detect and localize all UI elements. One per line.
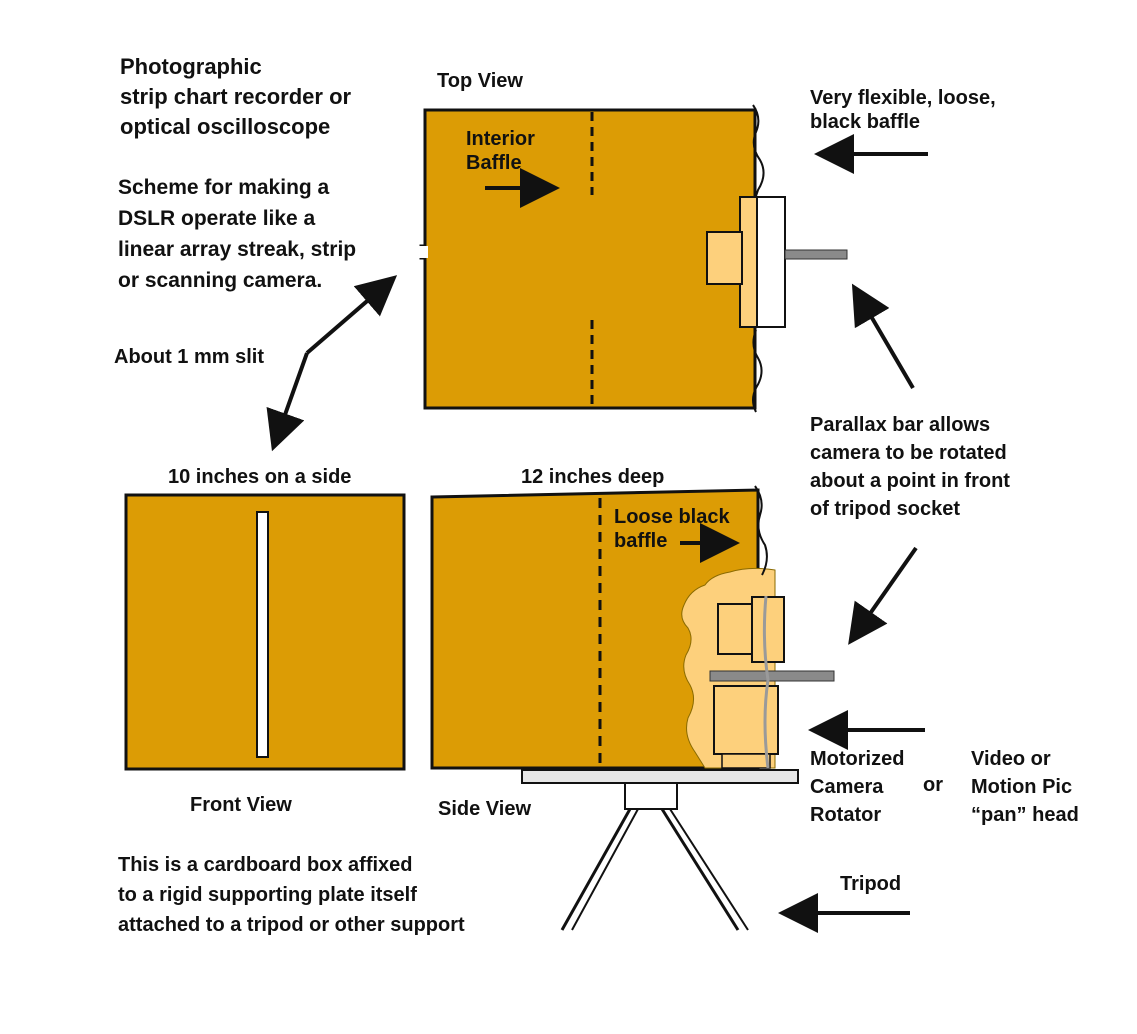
scheme-description: Scheme for making a DSLR operate like a … bbox=[118, 176, 357, 292]
top-view-camera-lens bbox=[706, 231, 743, 285]
parallax-bar-side-arrow bbox=[848, 546, 918, 645]
loose-baffle-label: Loose black baffle bbox=[614, 506, 730, 552]
side-view-camera-body bbox=[751, 596, 785, 663]
tripod-leg-right-b bbox=[669, 808, 749, 931]
tripod-leg-left-b bbox=[571, 808, 639, 931]
side-view-grey-baffle bbox=[762, 595, 770, 769]
tripod-leg-right-a bbox=[660, 808, 740, 931]
top-view-flexible-baffle bbox=[752, 104, 765, 413]
slit-label: About 1 mm slit bbox=[114, 346, 265, 368]
slit-arrow-top bbox=[305, 275, 398, 355]
top-view-slit bbox=[418, 246, 428, 258]
interior-baffle-label: Interior Baffle bbox=[466, 128, 535, 174]
tripod-leg-left-a bbox=[560, 808, 632, 931]
parallax-bar-label: Parallax bar allows camera to be rotated… bbox=[810, 414, 1010, 520]
front-view-box bbox=[124, 493, 406, 771]
flexible-baffle-label: Very flexible, loose, black baffle bbox=[810, 87, 996, 133]
pan-head-label: Video or Motion Pic “pan” head bbox=[971, 748, 1079, 826]
side-view-parallax-bar bbox=[709, 670, 835, 682]
tripod-head bbox=[624, 782, 678, 810]
tripod-assembly bbox=[521, 769, 799, 931]
side-view-camera-lens bbox=[717, 603, 755, 655]
support-plate bbox=[521, 769, 799, 784]
front-view-slit bbox=[256, 511, 269, 758]
diagram-title: Photographic strip chart recorder or opt… bbox=[120, 54, 352, 139]
front-view-label: Front View bbox=[190, 794, 292, 816]
top-view-box bbox=[418, 104, 848, 413]
side-view-rotator-base bbox=[721, 753, 771, 769]
side-view-loose-baffle bbox=[754, 485, 768, 576]
tripod-label: Tripod bbox=[840, 873, 902, 895]
top-view-camera-grip bbox=[756, 196, 786, 328]
side-length-label: 10 inches on a side bbox=[168, 466, 352, 488]
top-view-label: Top View bbox=[437, 70, 523, 92]
top-view-parallax-bar bbox=[784, 249, 848, 260]
slit-arrow-bottom bbox=[266, 352, 309, 452]
or-label: or bbox=[923, 774, 943, 796]
side-view-rotator bbox=[713, 685, 779, 755]
motorized-rotator-label: Motorized Camera Rotator bbox=[810, 748, 905, 826]
pointer-arrows bbox=[266, 134, 928, 933]
cardboard-note: This is a cardboard box affixed to a rig… bbox=[118, 854, 465, 936]
parallax-bar-top-arrow bbox=[851, 283, 915, 390]
depth-label: 12 inches deep bbox=[521, 466, 665, 488]
side-view-label: Side View bbox=[438, 798, 532, 820]
side-view-box bbox=[430, 485, 835, 770]
